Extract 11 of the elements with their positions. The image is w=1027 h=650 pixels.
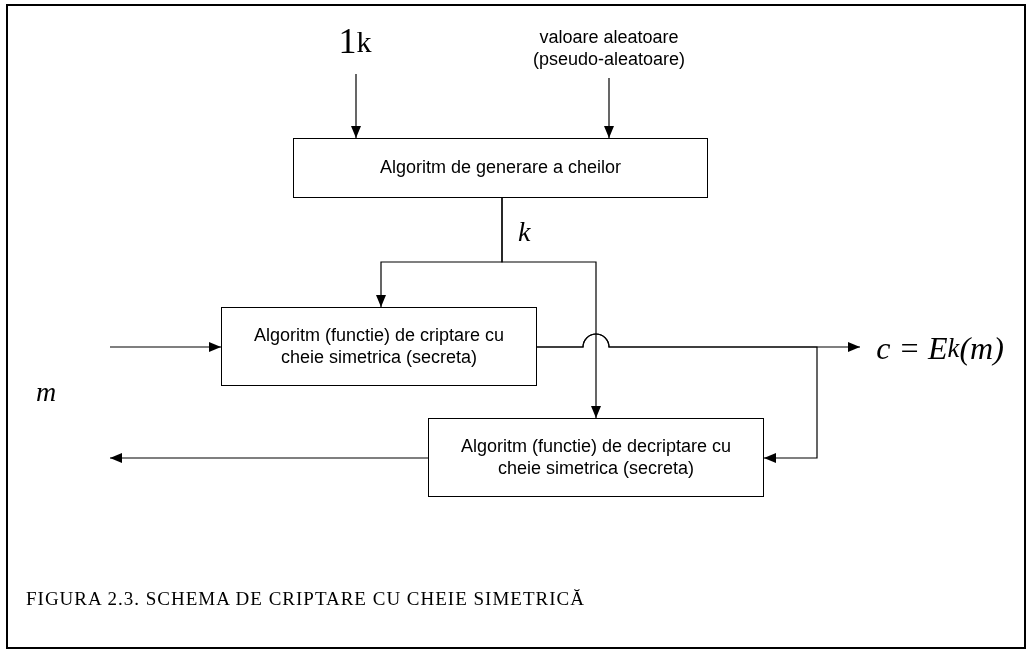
arrow [536, 333, 818, 463]
arrow [109, 453, 429, 463]
arrow [604, 77, 614, 139]
input-label: valoare aleatoare (pseudo-aleatoare) [520, 20, 698, 78]
arrow [501, 197, 601, 419]
figure-caption: FIGURA 2.3. SCHEMA DE CRIPTARE CU CHEIE SIMETRICĂ [26, 588, 585, 610]
process-box: Algoritm (functie) de decriptare cu cheie simetrica (secreta) [428, 418, 764, 497]
process-box: Algoritm (functie) de criptare cu cheie simetrica (secreta) [221, 307, 537, 386]
arrow [351, 73, 361, 139]
process-box: Algoritm de generare a cheilor [293, 138, 708, 198]
arrow [109, 342, 222, 352]
